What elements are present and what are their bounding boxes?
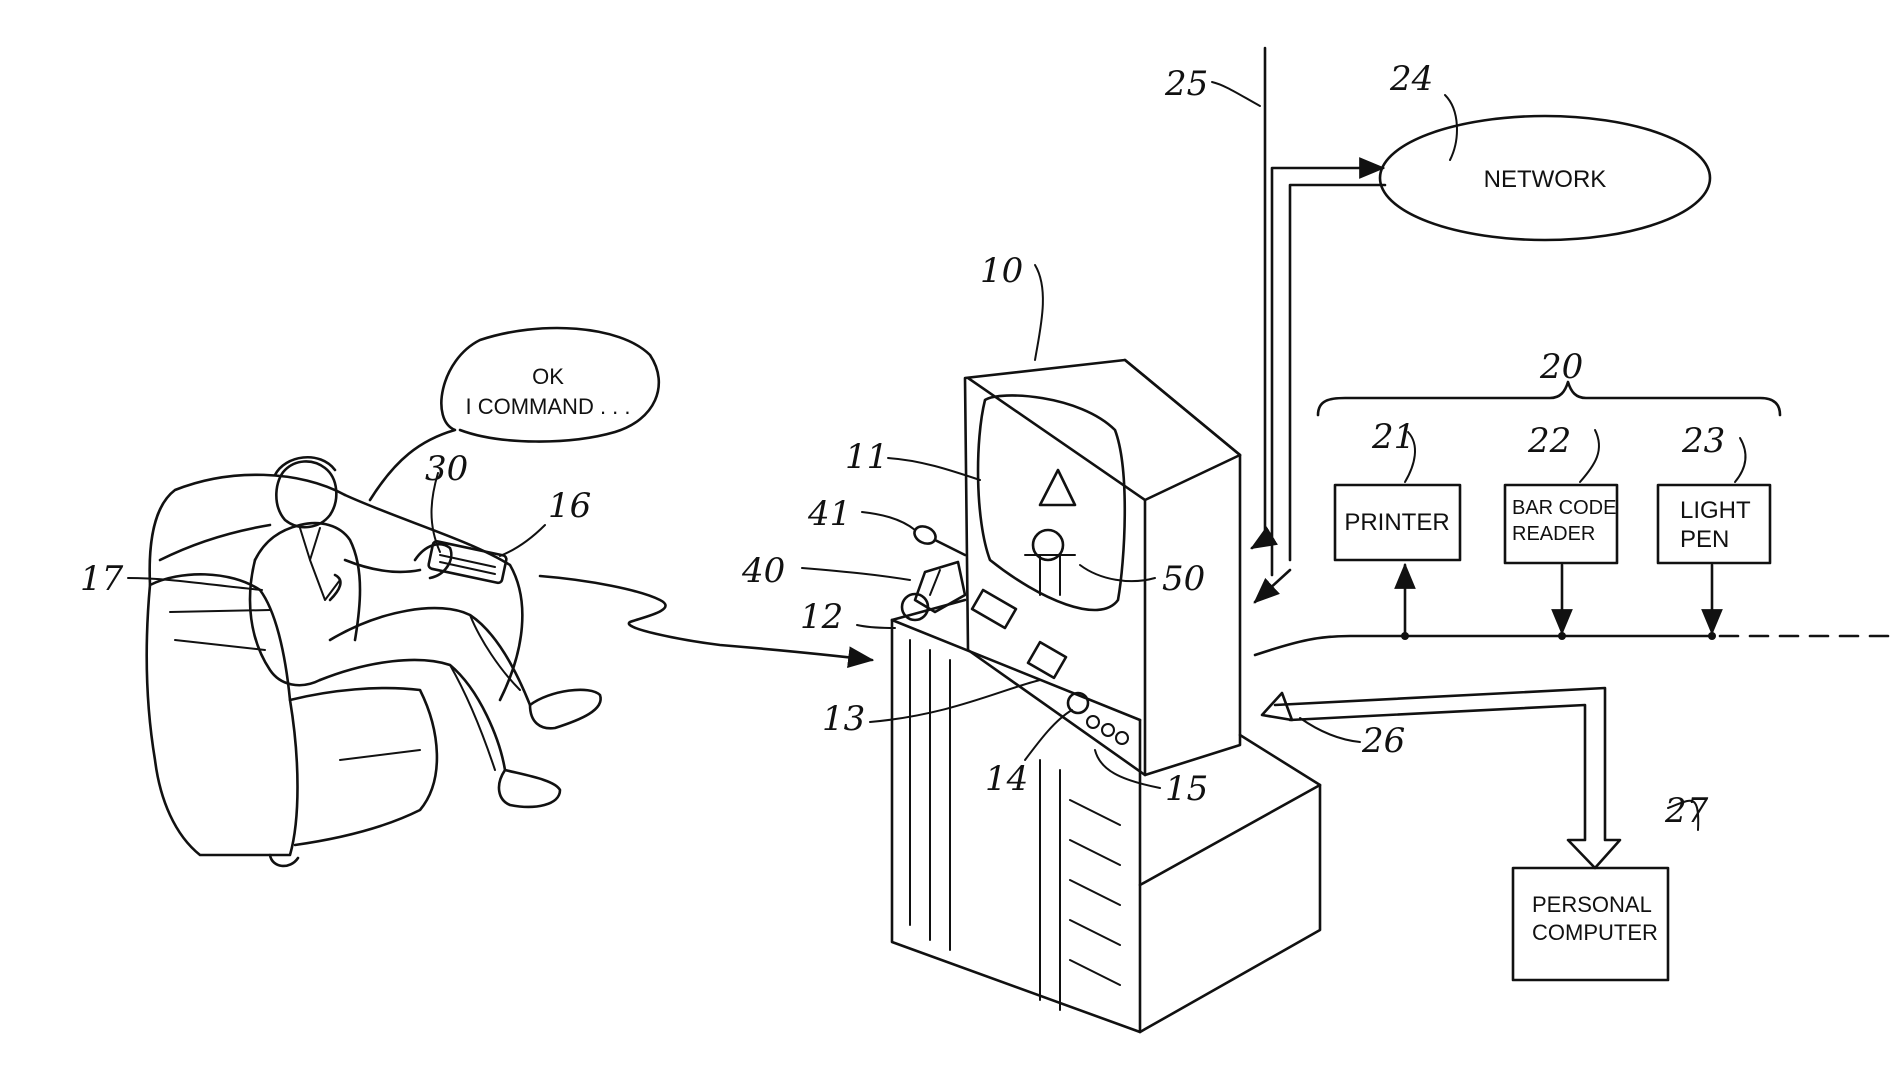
ref-50: 50 xyxy=(1162,559,1205,599)
ref-23: 23 xyxy=(1681,421,1725,461)
network-node: NETWORK xyxy=(1380,116,1710,240)
tv-screen xyxy=(978,395,1125,610)
speech-line-1: OK xyxy=(532,364,564,389)
ref-12: 12 xyxy=(800,597,843,637)
leader-13 xyxy=(870,680,1040,722)
ref-22: 22 xyxy=(1527,421,1571,461)
leader-15 xyxy=(1095,750,1160,788)
speech-line-2: I COMMAND . . . xyxy=(466,394,631,419)
camera-40 xyxy=(902,562,965,620)
leader-22 xyxy=(1580,430,1599,482)
leader-26 xyxy=(1300,718,1360,742)
ref-41: 41 xyxy=(807,494,851,534)
ref-11: 11 xyxy=(845,437,888,477)
printer-label: PRINTER xyxy=(1344,509,1449,536)
ref-10: 10 xyxy=(980,251,1023,291)
leader-23 xyxy=(1735,438,1745,482)
pc-label-2: COMPUTER xyxy=(1532,920,1658,945)
ref-30: 30 xyxy=(425,449,468,489)
lightpen-label-1: LIGHT xyxy=(1680,497,1751,524)
barcode-reader-box: BAR CODE READER xyxy=(1505,485,1617,563)
lightpen-label-2: PEN xyxy=(1680,526,1729,553)
ref-25: 25 xyxy=(1164,64,1208,104)
ref-15: 15 xyxy=(1165,769,1208,809)
ref-16: 16 xyxy=(548,486,591,526)
leader-40 xyxy=(802,568,910,580)
screen-figure xyxy=(1040,470,1075,505)
ref-14: 14 xyxy=(985,759,1028,799)
barcode-label-1: BAR CODE xyxy=(1512,497,1616,519)
ref-17: 17 xyxy=(80,559,124,599)
antenna-line-25 xyxy=(1252,48,1265,548)
ref-24: 24 xyxy=(1389,59,1433,99)
ref-21: 21 xyxy=(1371,417,1415,457)
ref-27: 27 xyxy=(1664,791,1709,831)
leader-10 xyxy=(1035,265,1043,360)
peripheral-bus xyxy=(1255,636,1712,655)
ref-26: 26 xyxy=(1361,721,1405,761)
ref-20: 20 xyxy=(1539,347,1583,387)
microphone-41 xyxy=(912,523,965,555)
personal-computer-box: PERSONAL COMPUTER xyxy=(1513,868,1668,980)
tv-cabinet xyxy=(892,600,1320,1032)
light-pen-box: LIGHT PEN xyxy=(1658,485,1770,563)
leader-12 xyxy=(857,625,895,628)
pc-label-1: PERSONAL xyxy=(1532,892,1652,917)
network-label: NETWORK xyxy=(1484,166,1607,193)
barcode-label-2: READER xyxy=(1512,523,1595,545)
leader-25 xyxy=(1212,82,1260,106)
leader-16 xyxy=(500,525,545,556)
link-tv-pc xyxy=(1275,688,1620,868)
person-in-armchair xyxy=(147,457,601,866)
speech-bubble: OK I COMMAND . . . xyxy=(370,328,659,500)
ref-40: 40 xyxy=(741,551,785,591)
printer-box: PRINTER xyxy=(1335,485,1460,560)
ref-13: 13 xyxy=(822,699,865,739)
leader-41 xyxy=(862,512,915,530)
